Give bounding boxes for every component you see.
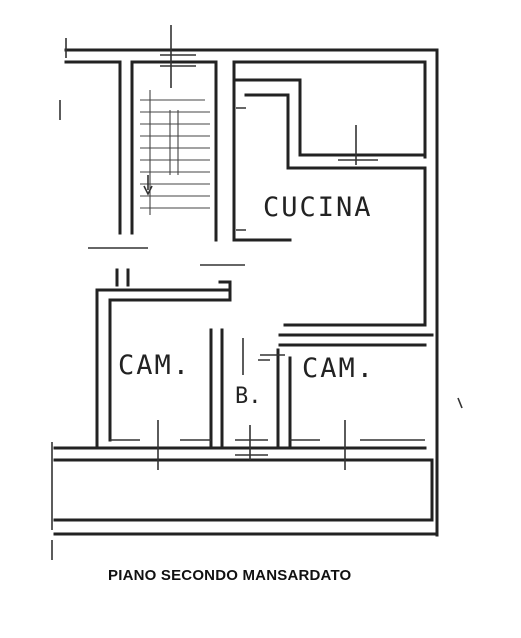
- kitchen-label: CUCINA: [263, 192, 373, 223]
- bedroom-left-label: CAM.: [118, 350, 191, 381]
- staircase: [59, 25, 245, 266]
- interior-walls: [95, 268, 463, 470]
- bathroom-label: B.: [235, 384, 262, 409]
- kitchen-walls: [232, 78, 439, 537]
- bedroom-right-label: CAM.: [302, 353, 375, 384]
- plan-title: PIANO SECONDO MANSARDATO: [108, 567, 352, 584]
